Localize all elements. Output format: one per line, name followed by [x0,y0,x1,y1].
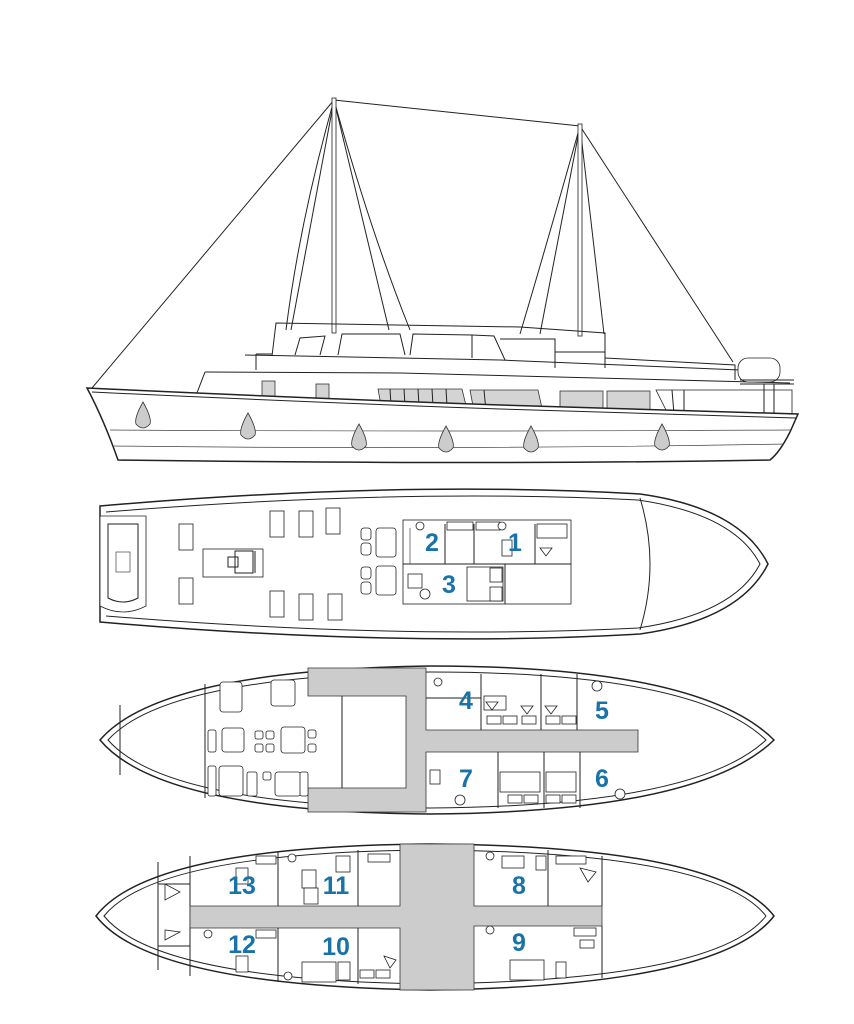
lower-deck-corridor [189,843,603,991]
deck-seating [360,527,397,596]
masts [331,97,583,337]
salon-furniture [207,679,317,797]
middle-deck-plan: 4 5 6 7 [99,665,776,815]
fenders [135,401,670,453]
cabin-9-label: 9 [512,929,526,957]
cabin-7-label: 7 [459,765,473,793]
side-elevation [85,97,800,464]
cabin-6-label: 6 [595,765,609,793]
cabin-2-label: 2 [425,529,439,557]
cabin-11-label: 11 [323,872,350,900]
hull [85,387,800,464]
cabin-12-label: 12 [228,931,256,959]
cabin-8-label: 8 [512,872,526,900]
deck-table [202,548,264,578]
sunbeds [178,507,343,621]
lower-deck-cabins [158,850,603,984]
cabin-5-label: 5 [595,697,609,725]
cabin-4-label: 4 [459,687,473,715]
middle-deck-cabins [426,674,581,808]
main-deck-plan: 2 1 3 [99,488,769,640]
rigging [91,99,734,389]
lower-deck-plan: 13 11 8 12 10 9 [95,843,775,991]
cabin-3-label: 3 [442,571,456,599]
main-deck-cabins [402,519,572,605]
middle-deck-corridor [307,667,639,813]
cabin-1-label: 1 [508,529,522,557]
superstructure [194,322,794,399]
dinghy [99,515,147,613]
cabin-13-label: 13 [228,872,256,900]
cabin-10-label: 10 [322,933,350,961]
